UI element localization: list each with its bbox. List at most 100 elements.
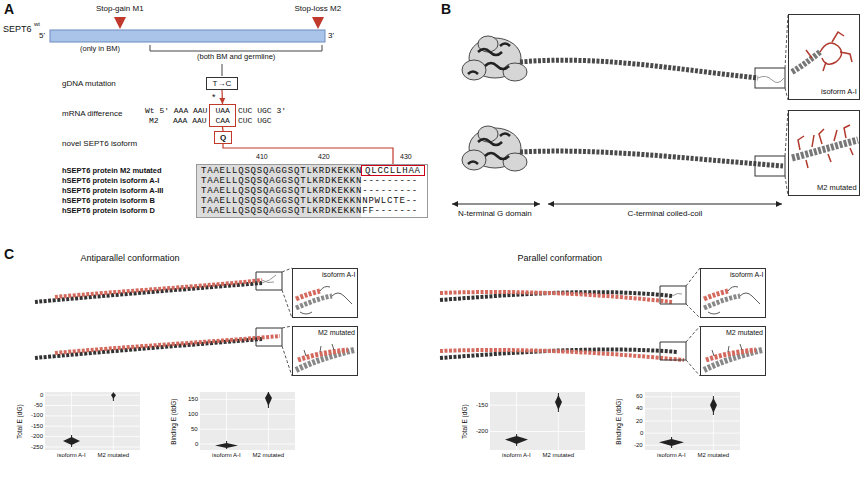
category-label: isoform A-I xyxy=(657,452,686,459)
tick-label: 40 xyxy=(636,405,643,412)
node-text: TAAELLQSQSQAGGSQTLKRDKEKKN--------- xyxy=(201,186,418,196)
coil-tail xyxy=(758,76,784,82)
domain-arrow xyxy=(452,204,540,205)
tick-label: -250 xyxy=(31,444,43,451)
gene-bar xyxy=(50,30,325,42)
node-text: isoform A-I xyxy=(322,271,355,279)
region-note: (only in BM) xyxy=(80,45,120,54)
node-text: T→C xyxy=(213,79,232,88)
mrna-sequence: CUC UGC xyxy=(238,116,272,125)
strand-end: 5' xyxy=(39,31,45,40)
violin-whisker xyxy=(227,392,269,449)
zoom-inset: isoform A-I xyxy=(292,268,358,318)
helix-red xyxy=(55,280,684,360)
axis-title: Binding E (ddG) xyxy=(615,398,622,444)
residue-box: Q xyxy=(214,131,232,144)
g-domain xyxy=(462,36,527,81)
coiled-coil xyxy=(520,60,758,78)
node-text: TAAELLQSQSQAGGSQTLKRDKEKKNNPWLCTE-- xyxy=(201,196,418,206)
node-text: QLCCLLHAA xyxy=(365,166,421,176)
sequence-name: hSEPT6 protein isoform A-III xyxy=(62,187,163,196)
node-text: M2 mutated xyxy=(817,184,857,193)
node-text: UAA xyxy=(216,106,230,115)
violin xyxy=(505,395,562,444)
node-text: TAAELLQSQSQAGGSQTLKRDKEKKN xyxy=(201,166,362,176)
axis-title: Total E (dG) xyxy=(460,404,467,439)
zoom-box xyxy=(755,68,785,88)
inset-structure xyxy=(296,344,354,370)
bracket xyxy=(150,45,322,51)
mutation-marker xyxy=(114,17,324,29)
zoom-inset: M2 mutated xyxy=(292,326,358,376)
panel-letter: A xyxy=(4,1,14,17)
plot-panel xyxy=(200,392,295,450)
domain-label: N-terminal G domain xyxy=(458,209,532,218)
mutation-label: Stop-loss M2 xyxy=(295,4,342,13)
tick-label: -200 xyxy=(31,433,43,440)
codon-box: UAACAA xyxy=(209,104,236,127)
mrna-sequence: M2 AAA AAU xyxy=(149,116,207,125)
stop-symbol: * xyxy=(212,92,216,102)
row-title: gDNA mutation xyxy=(62,79,116,88)
inset-structure xyxy=(704,344,762,370)
tick-label: 100 xyxy=(188,411,198,418)
violin-whisker xyxy=(517,393,559,446)
sequence-name: hSEPT6 protein isoform B xyxy=(62,197,155,206)
mutation-label: Stop-gain M1 xyxy=(96,4,144,13)
inset-helix xyxy=(792,52,820,72)
leader-line xyxy=(222,64,223,76)
novel-tail-box: QLCCLLHAA xyxy=(361,165,425,176)
coiled-coil xyxy=(520,151,783,166)
category-label: isoform A-I xyxy=(502,452,531,459)
tick-label: 50 xyxy=(191,426,198,433)
sequence-name: hSEPT6 protein isoform D xyxy=(62,207,155,216)
tick-label: -20 xyxy=(634,442,643,449)
position-number: 430 xyxy=(400,153,412,161)
tick-label: 0 xyxy=(640,430,643,437)
grid-lines xyxy=(200,392,295,450)
violin xyxy=(659,398,717,446)
node-text: TAAELLQSQSQAGGSQTLKRDKEKKN--------- xyxy=(201,176,418,186)
grid-lines xyxy=(45,392,140,450)
node-text: isoform A-I xyxy=(821,88,857,97)
zoom-inset: M2 mutated xyxy=(700,326,766,376)
zoom-inset: isoform A-I xyxy=(788,14,860,100)
node-text: M2 mutated xyxy=(726,329,763,337)
g-domain xyxy=(462,126,527,171)
inset-sticks xyxy=(806,32,852,71)
node-text: M2 mutated xyxy=(318,329,355,337)
gene-name: SEPT6 xyxy=(3,24,32,34)
tick-label: -150 xyxy=(476,402,488,409)
conformation-title: Antiparallel conformation xyxy=(81,253,180,263)
domain-label: C-terminal coiled-coil xyxy=(628,209,703,218)
panel-letter: C xyxy=(4,246,14,262)
inset-sticks xyxy=(798,125,853,168)
tick-label: 0 xyxy=(195,441,198,448)
node-text: TAAELLQSQSQAGGSQTLKRDKEKKNFF------- xyxy=(201,206,418,216)
zoom-box xyxy=(755,156,785,176)
inset-structure xyxy=(296,287,352,315)
tick-label: -200 xyxy=(476,428,488,435)
category-label: M2 mutated xyxy=(97,452,129,459)
category-label: M2 mutated xyxy=(697,452,729,459)
mrna-sequence: Wt 5' AAA AAU xyxy=(145,106,207,115)
tick-label: -50 xyxy=(34,402,43,409)
tick-label: 150 xyxy=(188,396,198,403)
position-number: 410 xyxy=(256,153,268,161)
plot-panel xyxy=(45,392,140,450)
axis-title: Total E (dG) xyxy=(15,404,22,439)
strand-end: 3' xyxy=(328,31,334,40)
node-text: Q xyxy=(220,133,226,142)
violin-whisker xyxy=(672,396,714,448)
alignment-box: TAAELLQSQSQAGGSQTLKRDKEKKNTAAELLQSQSQAGG… xyxy=(196,164,428,218)
panel-letter: B xyxy=(441,1,451,17)
row-title: mRNA difference xyxy=(62,109,122,118)
tick-label: 20 xyxy=(636,418,643,425)
grid-lines xyxy=(490,392,585,450)
plot-panel xyxy=(490,392,585,450)
plot-panel xyxy=(645,392,740,450)
violin xyxy=(215,392,272,448)
